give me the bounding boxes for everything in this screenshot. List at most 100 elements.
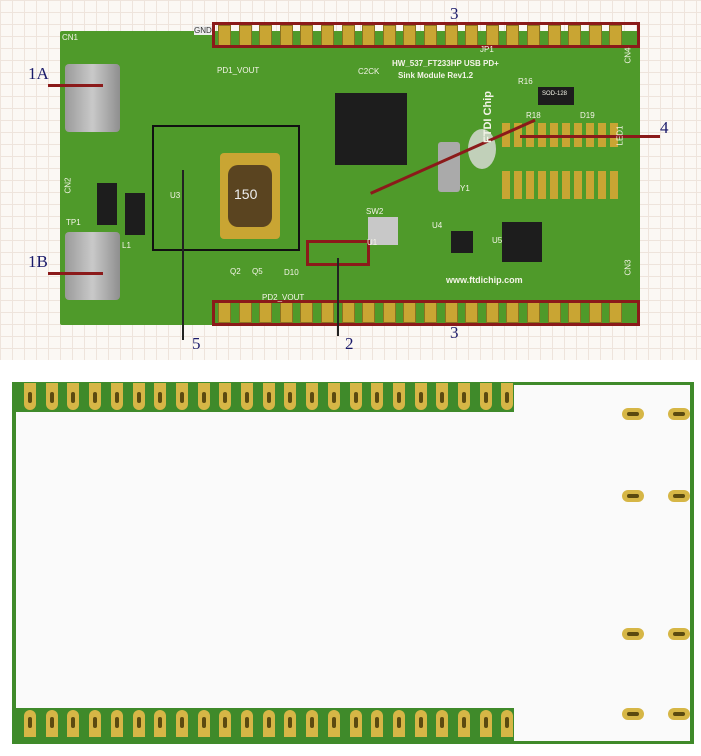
castellated-pin: [45, 383, 58, 410]
callout-1b: 1B: [28, 252, 48, 271]
callout-3-bottom: 3: [450, 323, 459, 342]
castellated-pin: [24, 710, 36, 737]
castellated-pin: [197, 710, 210, 737]
u5-chip: [502, 222, 542, 262]
callout-5: 5: [192, 334, 201, 353]
pcb-bottom-view-panel: [12, 382, 694, 744]
castellated-pin: [219, 710, 232, 737]
castellated-pin: [436, 383, 449, 410]
castellated-pin: [479, 710, 492, 737]
u4-chip: [451, 231, 473, 253]
silk-q5: Q5: [252, 267, 263, 276]
usb-c-connector-1b: [65, 232, 120, 300]
castellated-pin: [306, 383, 319, 410]
url-label: www.ftdichip.com: [446, 275, 523, 285]
castellated-pin: [458, 710, 470, 737]
callout-3-top: 3: [450, 4, 459, 23]
castellated-pin: [262, 383, 275, 410]
castellated-pin: [154, 710, 167, 737]
diode-d12: [97, 183, 117, 225]
castellated-pin: [219, 383, 232, 410]
silk-u4: U4: [432, 221, 443, 230]
board-title: HW_537_FT233HP USB PD+: [392, 59, 499, 68]
silk-y1: Y1: [460, 184, 470, 193]
castellated-pin: [327, 710, 340, 737]
castellated-pin: [24, 383, 36, 410]
silk-pd1-vout: PD1_VOUT: [217, 66, 260, 75]
castellated-pin: [458, 383, 470, 410]
callout-2: 2: [345, 334, 354, 353]
castellated-pin: [327, 383, 340, 410]
castellated-pin: [501, 710, 514, 737]
castellated-pin: [414, 383, 427, 410]
switch-sw2: [368, 217, 398, 245]
silk-r18: R18: [526, 111, 541, 120]
castellated-pin: [284, 710, 297, 737]
module-pad: [622, 628, 644, 640]
castellated-pin: [262, 710, 275, 737]
castellated-pin: [241, 383, 253, 410]
leader-1a: [48, 84, 103, 87]
castellated-pin: [67, 710, 80, 737]
silk-l1: L1: [122, 241, 131, 250]
leader-5: [182, 170, 184, 340]
castellated-pin: [241, 710, 253, 737]
silk-u5: U5: [492, 236, 503, 245]
module-pad: [668, 408, 690, 420]
silk-pd2-vout: PD2_VOUT: [262, 293, 305, 302]
castellated-pin: [436, 710, 449, 737]
module-pad: [622, 490, 644, 502]
silk-q2: Q2: [230, 267, 241, 276]
silk-d19: D19: [580, 111, 595, 120]
castellated-pin: [67, 383, 80, 410]
pcb-top-view-panel: 150 SOD-128 HW_537_FT233HP USB PD+ Sink …: [0, 0, 701, 360]
silk-r16: R16: [518, 77, 533, 86]
castellated-pin: [349, 710, 362, 737]
ft233hp-chip: [335, 93, 407, 165]
castellated-pin: [110, 710, 123, 737]
castellated-pin: [501, 383, 514, 410]
castellated-pin: [175, 383, 188, 410]
silk-cn2: CN2: [63, 177, 73, 194]
silk-u3: U3: [170, 191, 181, 200]
diode-d18: [125, 193, 145, 235]
castellated-pin: [175, 710, 188, 737]
silk-led1: LED1: [615, 125, 625, 146]
leader-4: [520, 135, 660, 138]
castellated-pin: [392, 710, 405, 737]
castellated-pin: [306, 710, 319, 737]
castellated-pin: [479, 383, 492, 410]
castellated-pin: [132, 710, 145, 737]
silk-gnd: GND: [194, 26, 212, 35]
silk-sw2: SW2: [366, 207, 384, 216]
module-pad: [668, 628, 690, 640]
castellated-pin: [349, 383, 362, 410]
brand-label: FTDI Chip: [481, 91, 494, 143]
callout-box-bottom-header: [212, 300, 640, 326]
power-section-outline: [152, 125, 300, 251]
castellated-pin: [392, 383, 405, 410]
crystal-y1: [438, 142, 460, 192]
callout-box-top-header: [212, 22, 640, 48]
silk-u1: U1: [367, 238, 378, 247]
castellated-pin: [154, 383, 167, 410]
callout-4: 4: [660, 118, 669, 137]
castellated-pin: [132, 383, 145, 410]
castellated-pin: [197, 383, 210, 410]
board-subtitle: Sink Module Rev1.2: [398, 71, 474, 80]
led-pads-lower: [502, 171, 622, 199]
castellated-pin: [89, 383, 102, 410]
castellated-pin: [371, 383, 384, 410]
leader-1b: [48, 272, 103, 275]
castellated-pin: [45, 710, 58, 737]
usb-c-connector-1a: [65, 64, 120, 132]
castellated-pin: [284, 383, 297, 410]
castellated-pin: [414, 710, 427, 737]
silk-d10: D10: [284, 268, 299, 277]
module-pad: [622, 708, 644, 720]
castellated-pin: [89, 710, 102, 737]
callout-1a: 1A: [28, 64, 49, 83]
inductor: 150: [220, 153, 280, 239]
castellated-pin: [371, 710, 384, 737]
inductor-marking: 150: [234, 186, 258, 202]
